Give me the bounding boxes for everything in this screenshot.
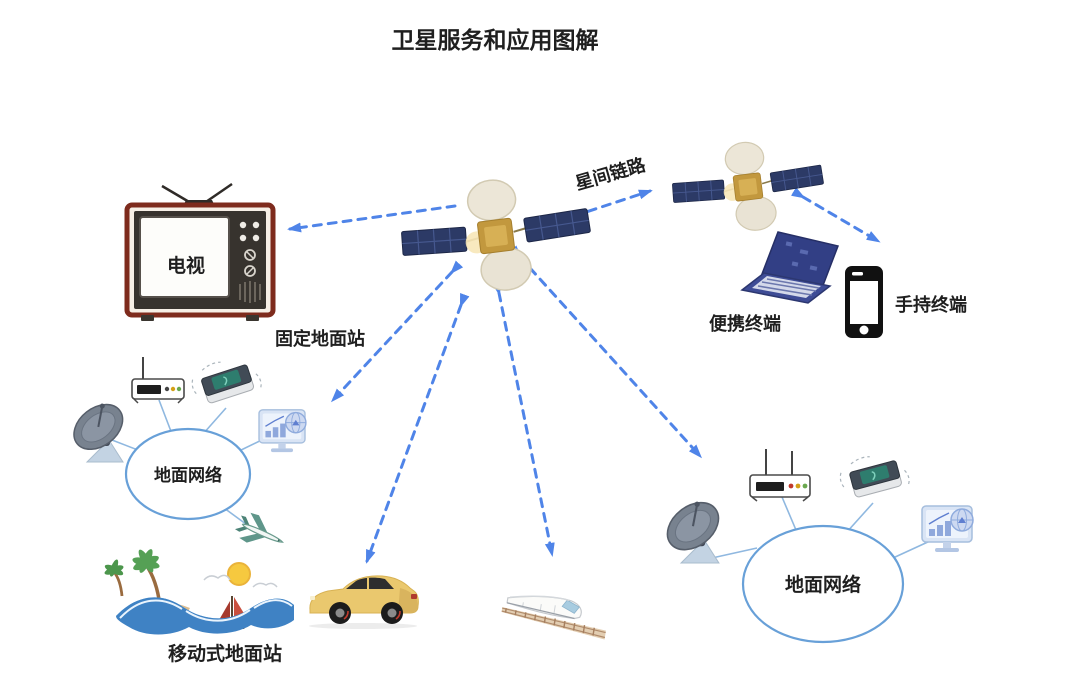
monitor-icon-right	[921, 505, 974, 553]
arrow-satellite2-to-handheld	[790, 187, 881, 243]
arrow-satellite-to-right-network	[508, 245, 703, 459]
ground-network-right-label: 地面网络	[785, 573, 861, 596]
router-icon-left	[131, 357, 185, 404]
airplane-icon	[234, 512, 284, 543]
satellite-icon-main	[394, 167, 598, 304]
monitor-icon-left	[258, 409, 307, 453]
portable-terminal-label: 便携终端	[709, 313, 781, 334]
satellite-dish-icon-left	[64, 394, 133, 463]
inter-satellite-link-label: 星间链路	[573, 153, 649, 193]
arrow-satellite-to-tv	[287, 204, 457, 233]
connector-right-monitor	[892, 540, 931, 559]
connector-left-storage	[202, 407, 227, 435]
fixed-ground-station-label: 固定地面站	[275, 328, 365, 349]
car-icon	[309, 575, 419, 629]
connector-right-dish	[711, 547, 758, 559]
connector-right-storage	[845, 502, 874, 534]
laptop-icon	[740, 231, 840, 304]
storage-icon-left	[186, 350, 264, 409]
satellite-dish-icon-right	[657, 491, 729, 565]
handheld-terminal-label: 手持终端	[895, 294, 967, 315]
satellite-icon-secondary	[666, 132, 830, 241]
connector-left-router	[158, 399, 173, 435]
train-icon	[501, 595, 606, 640]
mobile-ground-station-label: 移动式地面站	[168, 642, 282, 665]
phone-icon	[845, 266, 883, 338]
router-icon-right	[749, 449, 811, 502]
ground-network-left-label: 地面网络	[154, 465, 222, 485]
beach-scene-icon	[104, 549, 294, 635]
ellipse-ground-network-right	[741, 524, 905, 644]
ellipse-ground-network-left	[124, 427, 252, 521]
connector-right-router	[781, 496, 797, 531]
storage-icon-right	[835, 446, 912, 503]
arrow-satellite-to-train	[491, 281, 555, 557]
tv-label: 电视	[167, 254, 205, 277]
arrow-satellite-to-car	[365, 292, 470, 564]
arrow-inter-satellite-link	[561, 189, 653, 225]
tv-icon: 电视	[124, 182, 276, 321]
page-title: 卫星服务和应用图解	[392, 27, 599, 53]
